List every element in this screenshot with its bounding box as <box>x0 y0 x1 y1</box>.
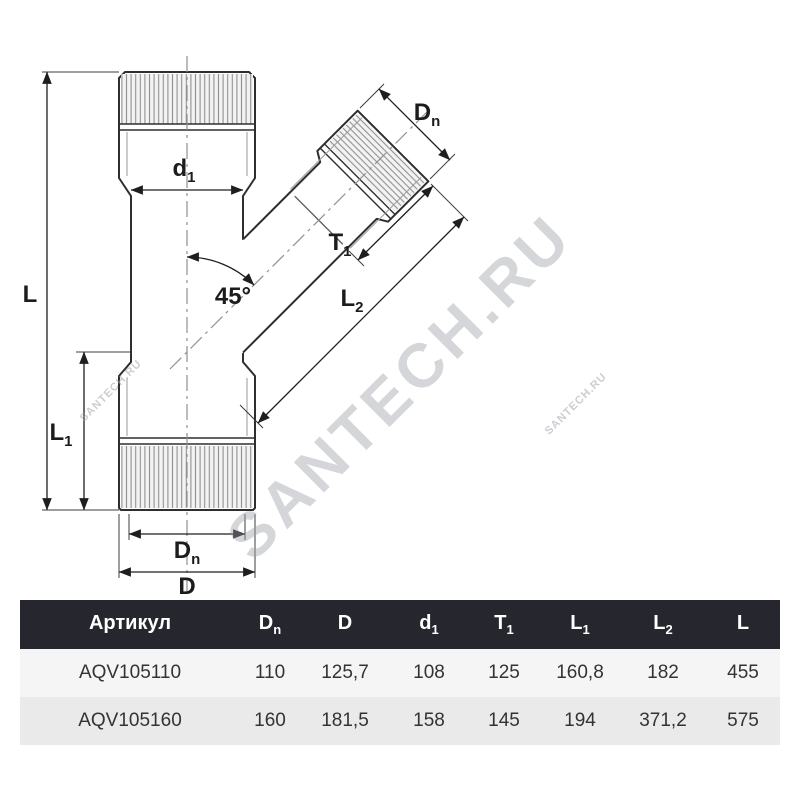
table-header-cell: L <box>706 600 780 649</box>
table-row: AQV105160 160 181,5 158 145 194 371,2 57… <box>20 697 780 745</box>
angle-arc <box>186 252 255 286</box>
table-cell: 371,2 <box>639 710 687 731</box>
article-cell: AQV105160 <box>78 710 182 731</box>
table-header-cell: Dn <box>240 600 300 649</box>
dim-label-D: D <box>178 573 195 598</box>
dim-label-L2: L2 <box>340 285 363 316</box>
table-cell: 455 <box>727 662 759 683</box>
table-cell: 160 <box>254 710 286 731</box>
dim-label-d1: d1 <box>172 155 195 186</box>
table-row: AQV105110 110 125,7 108 125 160,8 182 45… <box>20 649 780 697</box>
dim-label-T1: T1 <box>328 229 351 260</box>
table-cell: 181,5 <box>321 710 369 731</box>
table-cell: 145 <box>488 710 520 731</box>
table-cell: 108 <box>413 662 445 683</box>
article-cell: AQV105110 <box>78 662 182 683</box>
table-header-cell: T1 <box>468 600 540 649</box>
dimension-labels: L L1 d1 Dn T1 L2 45° Dn D <box>23 99 441 598</box>
table-header-cell: L1 <box>540 600 620 649</box>
dim-label-L: L <box>23 281 38 308</box>
table-cell: 575 <box>727 710 759 731</box>
spec-table: Артикул Dn D d1 T1 L1 L2 L AQV105110 110… <box>20 600 780 745</box>
table-cell: 160,8 <box>556 662 604 683</box>
table-header-cell: D <box>300 600 390 649</box>
dim-label-Dn-branch: Dn <box>414 99 441 130</box>
technical-drawing: L L1 d1 Dn T1 L2 45° Dn D <box>23 56 469 598</box>
table-header-cell: Артикул <box>20 600 240 649</box>
angle-label: 45° <box>215 283 251 310</box>
table-cell: 158 <box>413 710 445 731</box>
table-cell: 125,7 <box>321 662 369 683</box>
dim-label-Dn-bottom: Dn <box>174 537 201 568</box>
dim-label-L1: L1 <box>49 419 72 450</box>
dimension-lines <box>42 71 465 577</box>
table-header-cell: L2 <box>620 600 706 649</box>
table-cell: 182 <box>647 662 679 683</box>
dim-line-Dn-branch <box>378 88 451 161</box>
table-header-cell: d1 <box>390 600 468 649</box>
table-cell: 125 <box>488 662 520 683</box>
table-cell: 194 <box>564 710 596 731</box>
extension-lines <box>42 71 469 578</box>
dim-line-L2 <box>257 216 465 424</box>
table-header-row: Артикул Dn D d1 T1 L1 L2 L <box>20 600 780 649</box>
table-cell: 110 <box>254 662 286 683</box>
